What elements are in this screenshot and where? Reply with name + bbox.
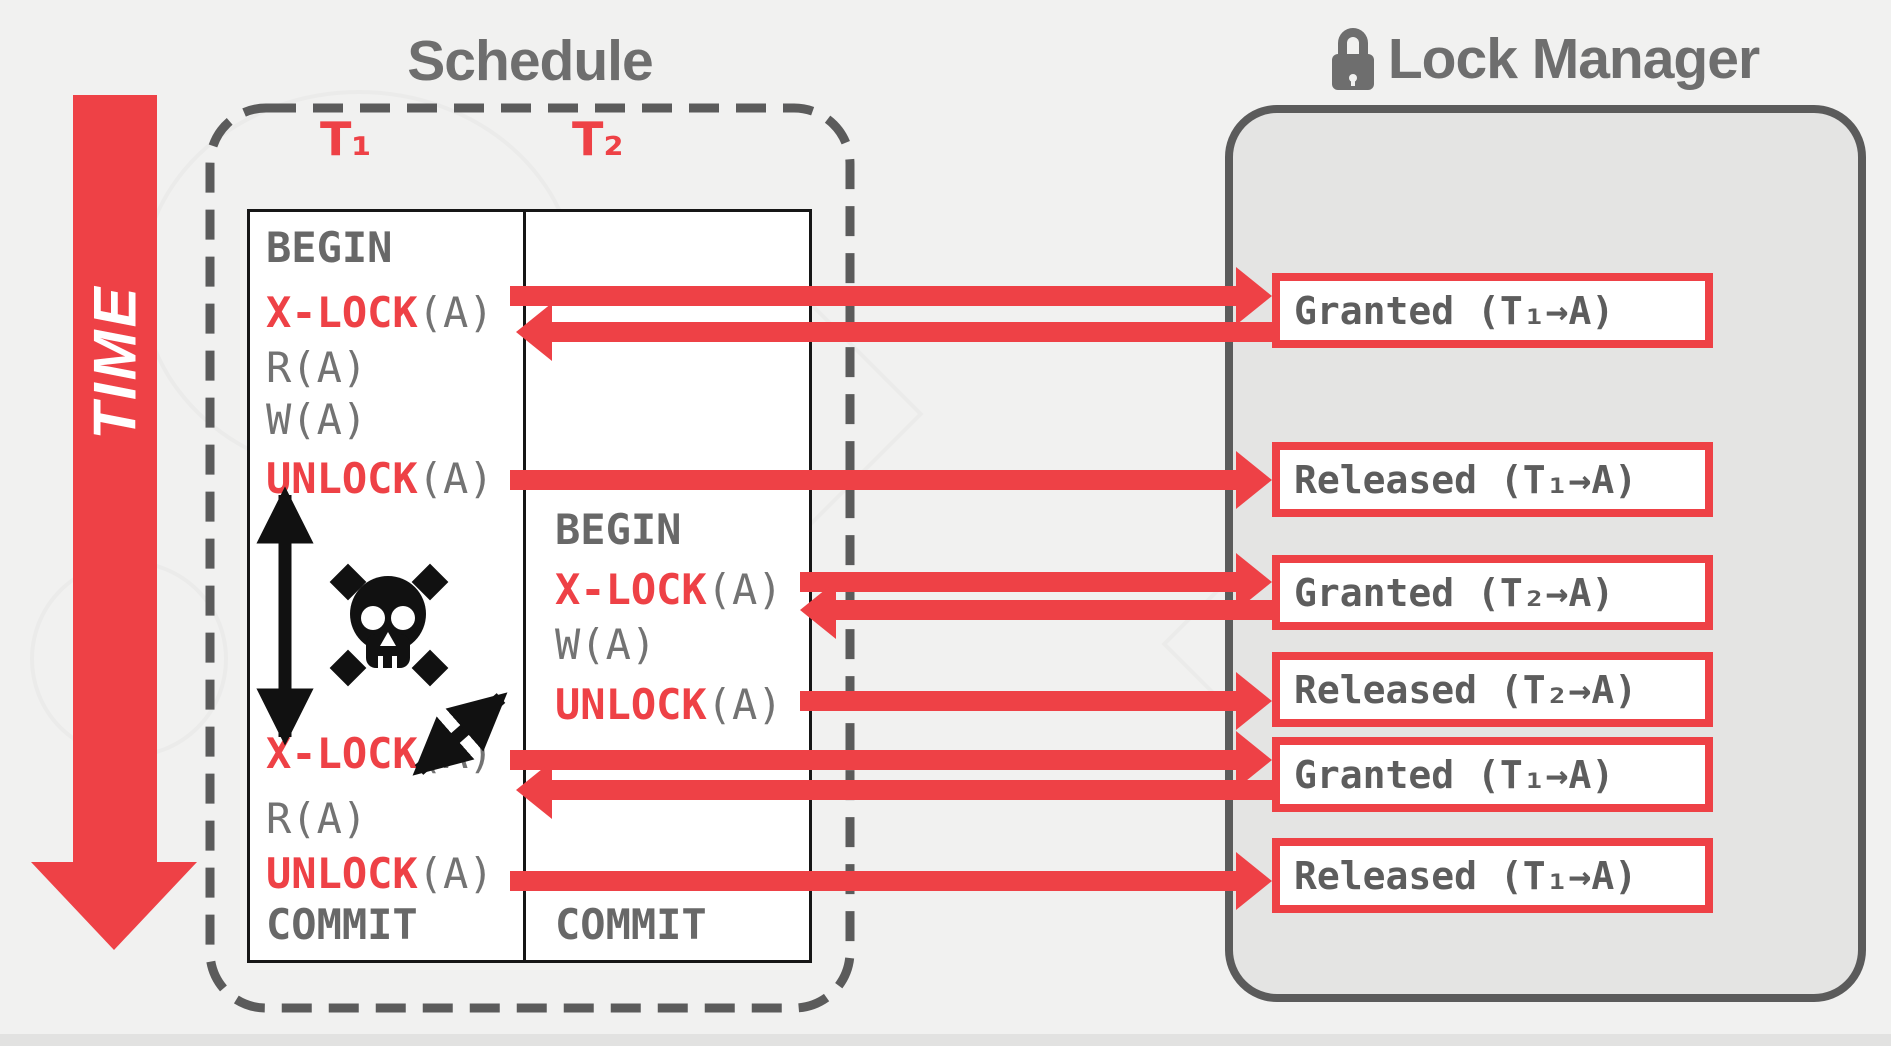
- time-down-arrow: [73, 95, 157, 868]
- t1-op-xlock-a-2: X-LOCK(A): [266, 729, 494, 778]
- t2-op-commit: COMMIT: [555, 900, 707, 949]
- arrow-t2-unlock-request: [800, 691, 1236, 711]
- t2-op-begin: BEGIN: [555, 505, 682, 554]
- arrow-t1-xlock2-request: [510, 750, 1236, 770]
- arrow-t2-xlock-request: [800, 572, 1236, 592]
- lock-entry-released-t1-2: Released (T₁→A): [1272, 838, 1713, 913]
- t2-column-header: T₂: [572, 112, 624, 166]
- arrow-t1-xlock-request: [510, 286, 1236, 306]
- t2-op-xlock-a: X-LOCK(A): [555, 565, 783, 614]
- arrow-t1-unlock2-request: [510, 871, 1236, 891]
- arrow-t2-grant-response: [836, 600, 1278, 620]
- t1-op-commit: COMMIT: [266, 900, 418, 949]
- arrow-t1-grant-response: [552, 322, 1278, 342]
- lock-icon: [1331, 28, 1374, 90]
- schedule-dashed-border: [205, 103, 855, 1013]
- schedule-title: Schedule: [407, 29, 653, 93]
- t1-op-read-a: R(A): [266, 343, 368, 392]
- column-divider: [523, 212, 526, 960]
- lock-entry-released-t2: Released (T₂→A): [1272, 652, 1713, 727]
- time-label: TIME: [81, 284, 149, 440]
- t1-op-read-a-2: R(A): [266, 794, 368, 843]
- lock-entry-released-t1: Released (T₁→A): [1272, 442, 1713, 517]
- t2-op-write-a: W(A): [555, 620, 657, 669]
- time-down-arrow-head: [31, 862, 197, 950]
- arrow-t1-grant2-response: [552, 780, 1278, 800]
- t1-op-begin: BEGIN: [266, 223, 393, 272]
- lock-manager-title-text: Lock Manager: [1387, 27, 1760, 91]
- t1-op-write-a: W(A): [266, 395, 368, 444]
- t1-op-unlock-a: UNLOCK(A): [266, 454, 494, 503]
- lock-manager-title: Lock Manager: [1225, 26, 1866, 92]
- arrow-t1-unlock-request: [510, 470, 1236, 490]
- lock-entry-granted-t2: Granted (T₂→A): [1272, 555, 1713, 630]
- t1-column-header: T₁: [320, 112, 372, 166]
- t1-op-unlock-a-2: UNLOCK(A): [266, 849, 494, 898]
- lock-entry-granted-t1: Granted (T₁→A): [1272, 273, 1713, 348]
- bottom-edge-strip: [0, 1034, 1891, 1046]
- t1-op-xlock-a: X-LOCK(A): [266, 288, 494, 337]
- lock-entry-granted-t1-2: Granted (T₁→A): [1272, 737, 1713, 812]
- t2-op-unlock-a: UNLOCK(A): [555, 680, 783, 729]
- skull-hazard-icon: [329, 563, 449, 687]
